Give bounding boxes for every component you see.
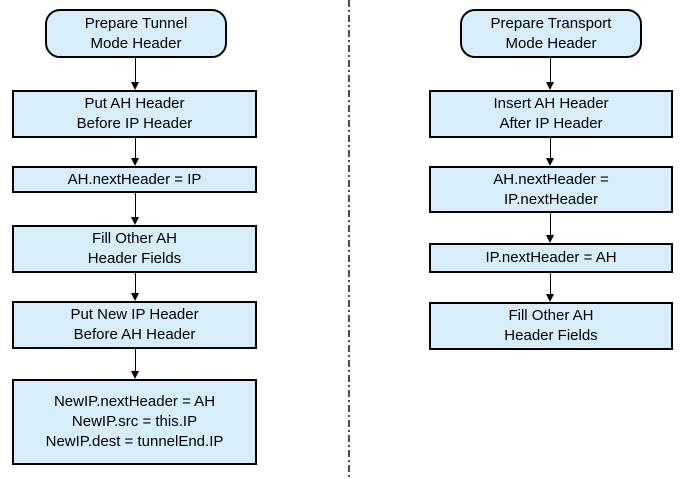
arrow-head (131, 293, 139, 301)
flow-node-fill-other-ah-header-fields-transport: Fill Other AH Header Fields (429, 302, 673, 350)
arrow-head (546, 294, 554, 302)
flow-node-fill-other-ah-header-fields-tunnel: Fill Other AH Header Fields (12, 225, 257, 273)
arrow-shaft (549, 213, 551, 237)
arrow-head (131, 158, 139, 166)
arrow-shaft (134, 273, 136, 295)
flow-node-prepare-transport-mode-header: Prepare Transport Mode Header (460, 9, 642, 58)
arrow-head (546, 82, 554, 90)
arrow-shaft (134, 193, 136, 219)
flow-node-ah-nextheader-equals-ip-nextheader: AH.nextHeader = IP.nextHeader (429, 166, 673, 213)
column-divider-line (348, 0, 350, 479)
arrow-down-icon (131, 193, 140, 225)
arrow-down-icon (546, 58, 555, 90)
flow-node-ah-nextheader-equals-ip: AH.nextHeader = IP (12, 166, 257, 193)
flow-node-newip-assignments: NewIP.nextHeader = AH NewIP.src = this.I… (12, 379, 257, 465)
arrow-shaft (549, 273, 551, 296)
arrow-down-icon (131, 138, 140, 166)
arrow-shaft (134, 58, 136, 84)
arrow-down-icon (546, 213, 555, 243)
arrow-down-icon (131, 349, 140, 379)
arrow-head (546, 235, 554, 243)
arrow-shaft (549, 138, 551, 160)
arrow-head (546, 158, 554, 166)
arrow-shaft (134, 349, 136, 373)
arrow-head (131, 217, 139, 225)
arrow-head (131, 371, 139, 379)
flow-node-ip-nextheader-equals-ah: IP.nextHeader = AH (429, 243, 673, 273)
flow-node-put-ah-header-before-ip-header: Put AH Header Before IP Header (12, 90, 257, 138)
arrow-down-icon (131, 58, 140, 90)
flow-node-put-new-ip-header-before-ah-header: Put New IP Header Before AH Header (12, 301, 257, 349)
flow-node-prepare-tunnel-mode-header: Prepare Tunnel Mode Header (45, 9, 227, 58)
arrow-down-icon (546, 138, 555, 166)
flow-node-insert-ah-header-after-ip-header: Insert AH Header After IP Header (429, 90, 673, 138)
arrow-head (131, 82, 139, 90)
arrow-down-icon (131, 273, 140, 301)
arrow-down-icon (546, 273, 555, 302)
arrow-shaft (549, 58, 551, 84)
arrow-shaft (134, 138, 136, 160)
